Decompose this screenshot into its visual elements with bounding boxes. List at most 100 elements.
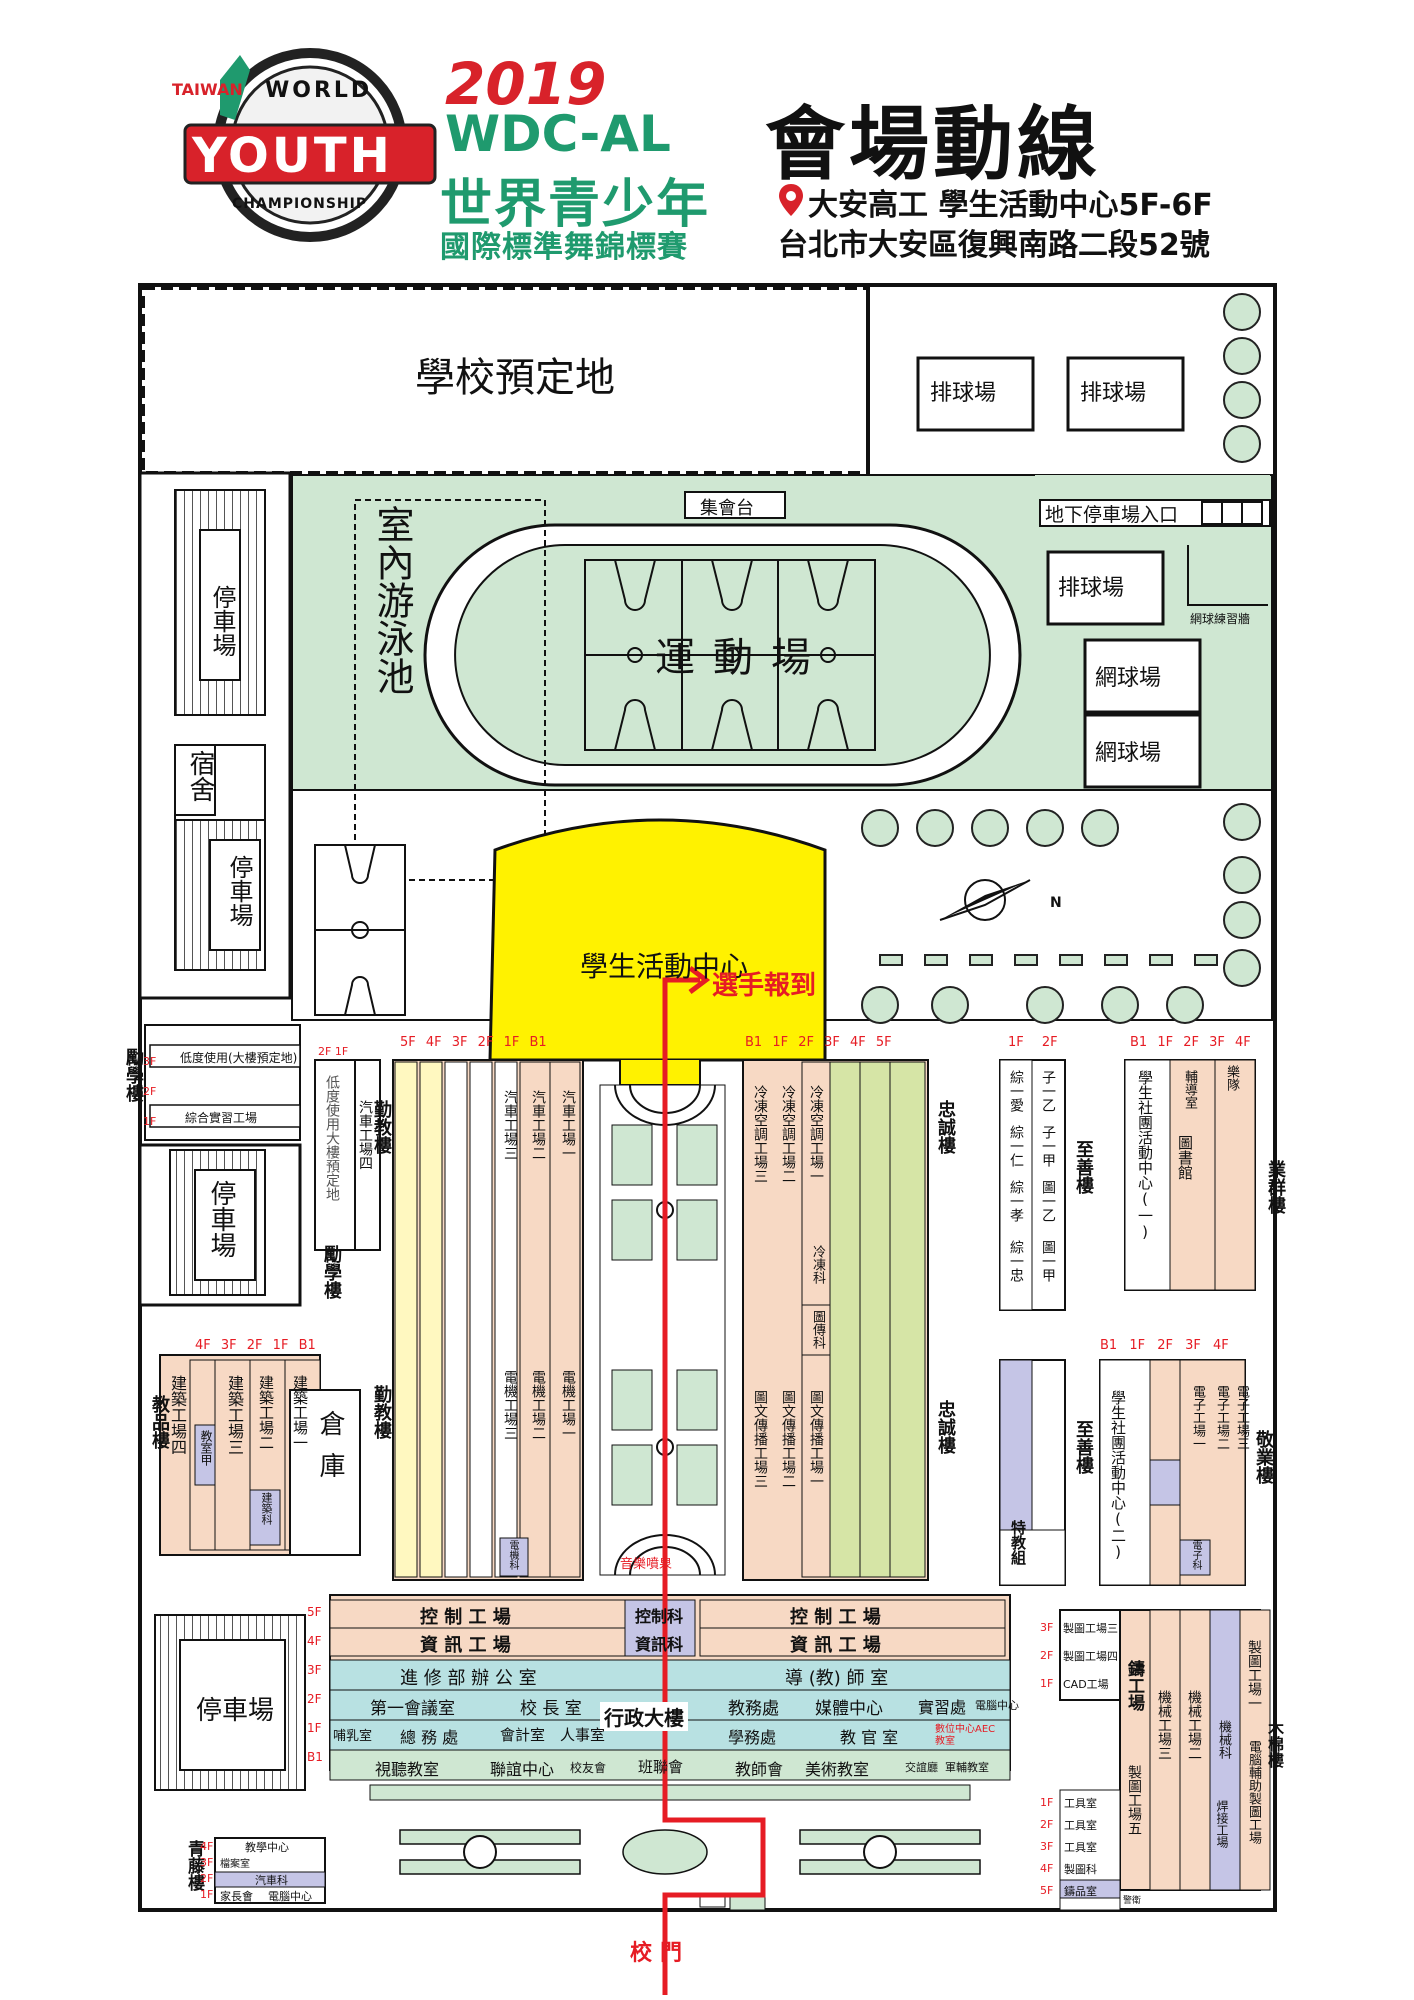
- logo-year: 2019: [445, 50, 607, 118]
- zhishan-room-8: 圖一甲: [1040, 1240, 1056, 1282]
- zhishan-floors: 1F 2F: [1008, 1035, 1058, 1050]
- jiaopin-building-label: 教品樓: [149, 1395, 170, 1449]
- info-dept-label: 資訊科: [635, 1635, 684, 1654]
- casting-workshop-label: 鑄工場: [1124, 1660, 1144, 1711]
- elec-workshop-2: 電機工場二: [530, 1370, 546, 1440]
- auto-workshop-2: 汽車工場二: [530, 1090, 546, 1160]
- meeting-room-label: 第一會議室: [370, 1699, 455, 1719]
- logo-youth: YOUTH: [192, 128, 393, 184]
- logo-world: WORLD: [265, 78, 373, 103]
- hvac-workshop-3: 冷凍空調工場三: [752, 1085, 768, 1183]
- yequn-building-label: 業群樓: [1265, 1160, 1286, 1214]
- zhongcheng-building-label-2: 忠誠樓: [935, 1400, 956, 1454]
- zhishan-room-1: 綜一愛: [1008, 1070, 1024, 1112]
- hvac-dept-label: 冷凍科: [810, 1245, 825, 1284]
- construction-classroom-label: 教室甲: [199, 1430, 213, 1466]
- academic-affairs-label: 教務處: [728, 1699, 779, 1719]
- hvac-workshop-1: 冷凍空調工場一: [808, 1085, 824, 1183]
- page-title: 會場動線: [765, 98, 1101, 191]
- parking-label-4: 停車場: [196, 1696, 275, 1726]
- low-use-vertical-label: 低度使用大樓預定地: [324, 1075, 340, 1201]
- warehouse-label: 倉庫: [315, 1410, 345, 1494]
- control-dept-label: 控制科: [635, 1607, 684, 1626]
- zhishan-room-5: 子一乙: [1040, 1070, 1056, 1112]
- low-use-label: 低度使用(大樓預定地): [180, 1051, 298, 1065]
- logo-event-name: 世界青少年: [440, 175, 711, 235]
- compass-icon: [939, 879, 1031, 921]
- electronics-dept-label: 電子科: [1190, 1540, 1201, 1570]
- tennis-court-label-1: 網球場: [1095, 666, 1162, 691]
- venue-name: 大安高工 學生活動中心5F-6F: [808, 188, 1213, 223]
- graphic-workshop-3: 圖文傳播工場三: [752, 1390, 768, 1488]
- library-label: 圖書館: [1176, 1135, 1194, 1180]
- tennis-practice-wall-label: 網球練習牆: [1190, 612, 1251, 626]
- dorm-label: 宿舍: [185, 750, 215, 802]
- ae-center-label: 數位中心AEC教室: [935, 1724, 996, 1747]
- mentor-office-label: 導 (教) 師 室: [785, 1668, 889, 1689]
- registration-label[interactable]: 選手報到: [712, 971, 817, 1001]
- qingteng-room-3: 汽車科: [255, 1874, 288, 1887]
- stadium-label: 運動場: [655, 635, 829, 681]
- construction-workshop-1: 建築工場一: [291, 1375, 309, 1450]
- computer-center-label: 電腦中心: [975, 1699, 1019, 1712]
- qingteng-room-1: 教學中心: [245, 1841, 289, 1854]
- taiwan-shape-icon: [220, 55, 250, 120]
- drawing-workshop-5: 製圖工場五: [1126, 1765, 1142, 1835]
- control-workshop-left: 控 制 工 場: [420, 1607, 511, 1628]
- student-affairs-label: 學務處: [728, 1728, 777, 1747]
- weld-workshop-label: 焊接工場: [1215, 1800, 1229, 1848]
- band-label: 樂隊: [1224, 1065, 1239, 1091]
- hvac-workshop-2: 冷凍空調工場二: [780, 1085, 796, 1183]
- parking-label-2: 停車場: [225, 855, 253, 927]
- zhishan-room-7: 圖一乙: [1040, 1180, 1056, 1222]
- construction-workshop-4: 建築工場四: [168, 1375, 187, 1455]
- zhishan-room-3: 綜一孝: [1008, 1180, 1024, 1222]
- special-class-label: 特教組: [1009, 1520, 1027, 1565]
- info-workshop-left: 資 訊 工 場: [420, 1635, 511, 1656]
- underground-parking-label: 地下停車場入口: [1045, 504, 1179, 526]
- activity-center-label: 學生活動中心: [580, 950, 749, 983]
- electronics-workshop-2: 電子工場二: [1214, 1385, 1229, 1450]
- construction-floors: 4F 3F 2F 1F B1: [195, 1338, 316, 1353]
- guard-label: 警衛: [1123, 1896, 1142, 1906]
- tennis-court-label-2: 網球場: [1095, 741, 1162, 766]
- graphic-workshop-2: 圖文傳播工場二: [780, 1390, 796, 1488]
- logo-championship: CHAMPIONSHIP: [232, 196, 368, 212]
- compass-north-label: N: [1050, 895, 1062, 911]
- zhishan-building-label-2: 至善樓: [1073, 1420, 1094, 1474]
- class-council-label: 班聯會: [638, 1758, 684, 1776]
- construction-dept-label: 建築科: [260, 1492, 273, 1525]
- lixue-building-2-label: 勵學樓: [321, 1245, 342, 1299]
- jingye-floors: B1 1F 2F 3F 4F: [1100, 1338, 1229, 1353]
- qingteng-room-5: 電腦中心: [268, 1890, 312, 1903]
- zhishan-building-label-1: 至善樓: [1073, 1140, 1094, 1194]
- auto-workshop-1: 汽車工場一: [560, 1090, 576, 1160]
- graphic-workshop-1: 圖文傳播工場一: [808, 1390, 824, 1488]
- graphic-dept-label: 圖傳科: [810, 1310, 825, 1349]
- parking-label-3: 停車場: [206, 1180, 236, 1258]
- championship-logo: [183, 48, 437, 242]
- cad-workshop-label: 電腦輔助製圖工場: [1246, 1740, 1261, 1844]
- zhishan-room-6: 子一甲: [1040, 1125, 1056, 1167]
- general-factory-label: 綜合實習工場: [185, 1111, 258, 1125]
- logo-event-sub: 國際標準舞錦標賽: [440, 230, 688, 265]
- volleyball-court-label-2: 排球場: [1080, 381, 1147, 406]
- elec-dept-label: 電機科: [507, 1540, 518, 1570]
- military-room-label: 軍輔教室: [945, 1761, 989, 1774]
- qinjiao-building-label-2: 勤教樓: [371, 1385, 392, 1439]
- lixue-right-floors: 2F 1F: [318, 1045, 349, 1058]
- parking-label-1: 停車場: [208, 585, 236, 657]
- electronics-workshop-1: 電子工場一: [1190, 1385, 1205, 1450]
- elec-workshop-3: 電機工場三: [502, 1370, 518, 1440]
- zhongcheng-floors: B1 1F 2F 3F 4F 5F: [745, 1035, 892, 1050]
- qinjiao-building-label-1: 勤教樓: [371, 1100, 392, 1154]
- drawing-workshop-1: 製圖工場一: [1246, 1640, 1262, 1710]
- reserved-land-label: 學校預定地: [415, 355, 615, 401]
- auto-workshop-4-label: 汽車工場四: [357, 1100, 373, 1170]
- machine-workshop-2: 機械工場二: [1186, 1690, 1202, 1760]
- counsel-label: 輔導室: [1182, 1070, 1197, 1109]
